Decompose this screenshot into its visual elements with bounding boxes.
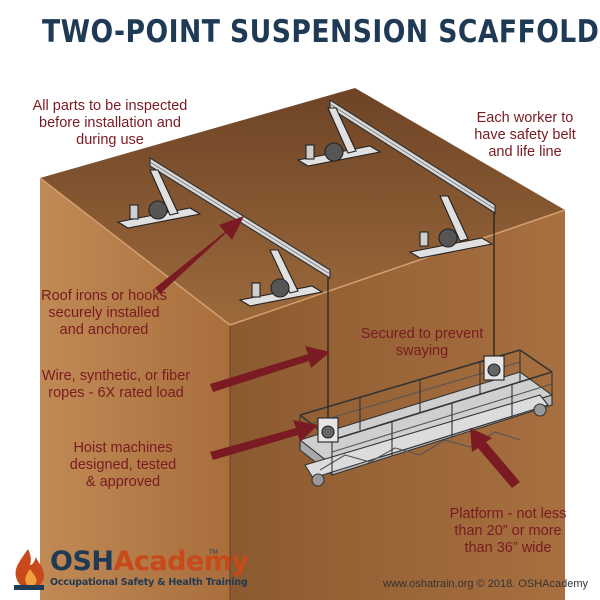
scaffold-platform (298, 349, 554, 487)
footer-credit: www.oshatrain.org © 2018. OSHAcademy (383, 578, 588, 590)
callout-ropes: Wire, synthetic, or fiber ropes - 6X rat… (16, 368, 216, 402)
callout-safety-belt: Each worker to have safety belt and life… (455, 110, 595, 161)
callout-line: Wire, synthetic, or fiber (41, 368, 191, 384)
outrigger-beam-right (329, 98, 496, 215)
roof-iron-unit (238, 249, 324, 307)
callout-line: Each worker to (476, 110, 574, 126)
callout-line: Roof irons or hooks (41, 288, 167, 304)
callout-secured: Secured to prevent swaying (342, 326, 502, 360)
callout-line: designed, tested (69, 457, 177, 473)
callout-line: Secured to prevent (360, 326, 484, 342)
arrow-roof-irons (155, 216, 244, 294)
callout-line: Platform - not less (449, 506, 567, 522)
arrow-platform (470, 428, 520, 488)
logo-academy: Academy (113, 546, 250, 577)
hoist-machine-right (483, 355, 505, 381)
logo-wordmark: OSHAcademy (50, 547, 249, 577)
oshacademy-logo: OSHAcademy TM Occupational Safety & Heal… (10, 547, 249, 591)
roof-iron-unit (408, 195, 494, 259)
callout-line: All parts to be inspected (32, 98, 188, 114)
callout-line: Hoist machines (73, 440, 173, 456)
logo-trademark: TM (209, 549, 218, 556)
callout-line: before installation and (39, 115, 181, 131)
callout-line: ropes - 6X rated load (48, 385, 184, 401)
hoist-machine-left (317, 417, 339, 443)
callout-line: than 36” wide (464, 540, 552, 556)
osha-flame-icon (14, 549, 44, 590)
arrow-ropes (210, 346, 330, 392)
callout-line: swaying (395, 343, 449, 359)
building-side-wall (230, 210, 565, 600)
callout-line: and life line (488, 144, 562, 160)
callout-line: and anchored (59, 322, 149, 338)
callout-line: during use (76, 132, 144, 148)
building-front-wall (40, 178, 230, 600)
callout-platform: Platform - not less than 20” or more tha… (428, 506, 588, 557)
page-title: TWO-POINT SUSPENSION SCAFFOLD (42, 14, 600, 50)
callout-inspection: All parts to be inspected before install… (10, 98, 210, 149)
logo-tagline: Occupational Safety & Health Training (50, 577, 248, 588)
callout-line: than 20” or more (454, 523, 562, 539)
callout-hoist: Hoist machines designed, tested & approv… (48, 440, 198, 491)
callout-roof-irons: Roof irons or hooks securely installed a… (14, 288, 194, 339)
callout-line: have safety belt (474, 127, 576, 143)
roof-iron-unit (116, 169, 202, 229)
roof-iron-unit (296, 107, 382, 167)
callout-line: securely installed (48, 305, 160, 321)
arrow-hoist (210, 420, 318, 460)
callout-line: & approved (85, 474, 161, 490)
building-roof (40, 88, 565, 325)
logo-osh: OSH (50, 546, 114, 577)
